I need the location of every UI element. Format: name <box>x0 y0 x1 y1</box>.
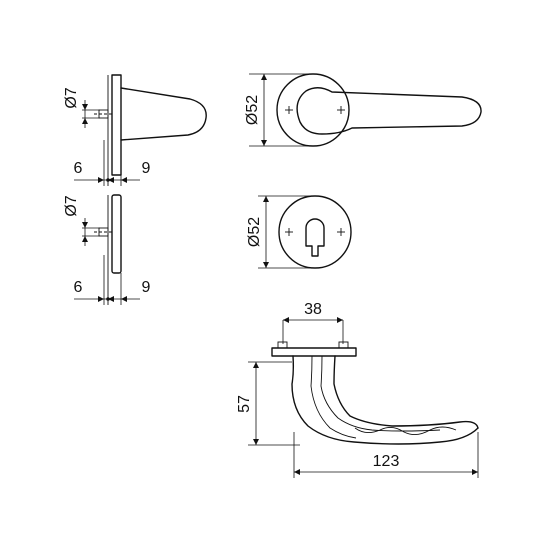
dimension-offsets-bottom: 6 9 <box>74 255 151 305</box>
label-offset-right-bottom: 9 <box>142 279 151 296</box>
rose-front <box>276 73 350 147</box>
dimension-lever-height: 57 <box>236 361 300 446</box>
label-offset-left-top: 6 <box>74 160 83 177</box>
grip-wave <box>354 426 457 435</box>
front-view-escutcheon <box>278 195 352 269</box>
lever-ridge-2 <box>320 355 441 432</box>
label-offset-right-top: 9 <box>142 160 151 177</box>
label-offset-left-bottom: 6 <box>74 279 83 296</box>
lever-ridge <box>310 355 357 439</box>
rose-plate-top <box>271 347 357 357</box>
rose-plate-side <box>111 74 122 176</box>
label-lever-height: 57 <box>236 395 253 413</box>
cylinder-cutout <box>305 218 325 257</box>
dimension-bolt-dia-bottom: Ø7 <box>63 195 100 246</box>
label-bolt-dia-bottom: Ø7 <box>63 195 80 216</box>
dimension-escutcheon-dia: Ø52 <box>246 195 314 269</box>
lever-front <box>296 87 482 135</box>
dimension-rose-dia: Ø52 <box>244 73 312 147</box>
screw-head-right <box>338 341 349 349</box>
label-lever-length: 123 <box>373 453 400 470</box>
dimension-offsets-top: 6 9 <box>74 140 151 186</box>
top-view-lever <box>271 341 479 445</box>
front-view-lever <box>276 73 482 147</box>
lever-outline-outer <box>291 355 479 445</box>
label-rose-dia: Ø52 <box>244 95 261 125</box>
screw-marker-left <box>285 106 293 114</box>
screw-head-left <box>277 341 288 349</box>
screw-marker-right <box>337 106 345 114</box>
lever-outline-inner <box>333 355 479 429</box>
escutcheon-front <box>278 195 352 269</box>
side-view-lever <box>94 74 207 186</box>
dimension-bolt-dia-top: Ø7 <box>63 87 100 128</box>
escutcheon-plate-side <box>111 194 122 274</box>
label-bolt-dia-top: Ø7 <box>63 87 80 108</box>
screw-marker-right-escutcheon <box>337 228 345 236</box>
dimension-bolt-spacing: 38 <box>282 301 344 344</box>
screw-marker-left-escutcheon <box>285 228 293 236</box>
dimension-lever-length: 123 <box>293 432 479 478</box>
lever-handle-side <box>120 87 207 141</box>
label-escutcheon-dia: Ø52 <box>246 217 263 247</box>
label-bolt-spacing: 38 <box>304 301 322 318</box>
side-view-escutcheon <box>94 194 122 305</box>
